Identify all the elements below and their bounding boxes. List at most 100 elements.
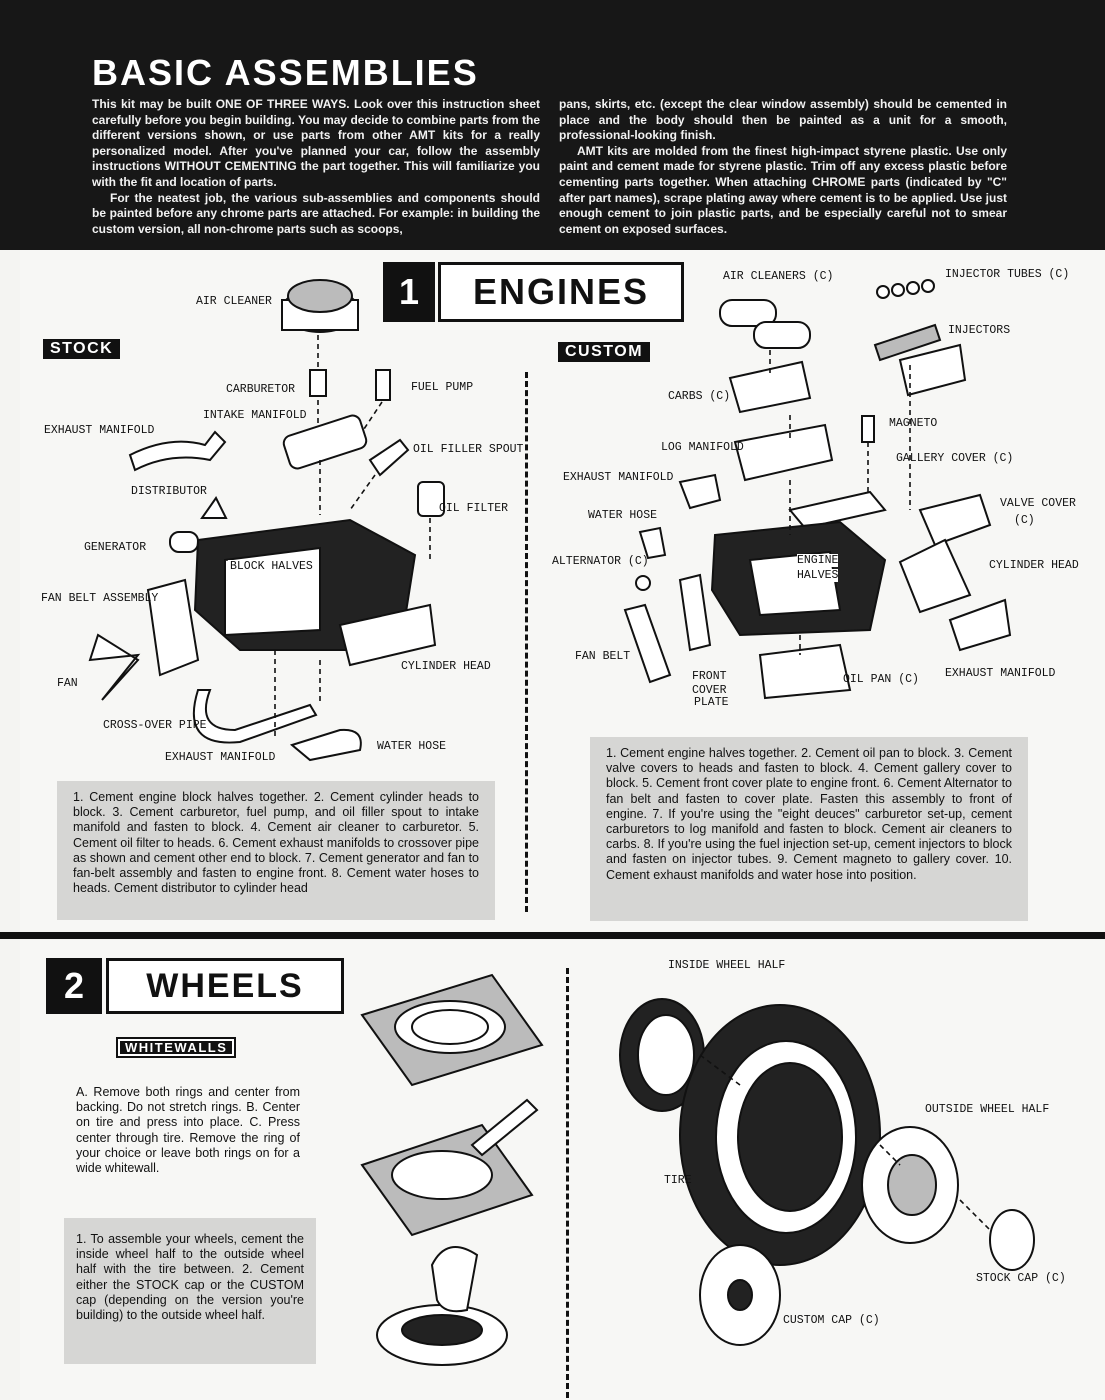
engines-column-divider bbox=[525, 372, 528, 912]
wheel-exploded-illustration bbox=[619, 998, 1035, 1346]
label-cylinder-head-c: CYLINDER HEAD bbox=[989, 559, 1079, 572]
distributor-part bbox=[200, 496, 228, 519]
label-inside-wheel-half: INSIDE WHEEL HALF bbox=[668, 959, 786, 972]
label-magneto: MAGNETO bbox=[889, 417, 938, 430]
label-front-cover-3: PLATE bbox=[694, 696, 729, 709]
fan-belt-c-part bbox=[623, 603, 672, 684]
label-alternator-c: ALTERNATOR (C) bbox=[552, 555, 649, 568]
label-fan: FAN bbox=[57, 677, 78, 690]
cylinder-head-part bbox=[338, 603, 437, 667]
label-injector-tubes-c: INJECTOR TUBES (C) bbox=[945, 268, 1070, 281]
section-divider bbox=[0, 932, 1105, 939]
label-cylinder-head: CYLINDER HEAD bbox=[401, 660, 491, 673]
label-oil-filter: OIL FILTER bbox=[439, 502, 509, 515]
intake-manifold-part bbox=[282, 414, 368, 470]
label-log-manifold: LOG MANIFOLD bbox=[661, 441, 744, 454]
fuel-pump-part bbox=[375, 369, 391, 401]
carburetor-part bbox=[309, 369, 327, 397]
label-oil-pan-c: OIL PAN (C) bbox=[843, 673, 919, 686]
knife-tool bbox=[470, 1098, 539, 1157]
label-exhaust-manifold-right: EXHAUST MANIFOLD bbox=[945, 667, 1056, 680]
oil-pan-part bbox=[758, 643, 852, 700]
label-injectors: INJECTORS bbox=[948, 324, 1011, 337]
front-cover-plate-part bbox=[678, 573, 712, 652]
label-cross-over-pipe: CROSS-OVER PIPE bbox=[103, 719, 207, 732]
air-cleaner-c-1 bbox=[719, 299, 777, 327]
label-stock-cap-c: STOCK CAP (C) bbox=[976, 1272, 1066, 1285]
header-band bbox=[0, 0, 1105, 250]
fan-belt-assembly-part bbox=[146, 578, 200, 677]
custom-engine-illustration bbox=[623, 279, 1012, 700]
water-hose-c-part bbox=[638, 526, 667, 560]
page-title: BASIC ASSEMBLIES bbox=[92, 52, 479, 93]
finger-press bbox=[430, 1246, 479, 1313]
exhaust-manifold-right-part bbox=[948, 598, 1012, 652]
wheel-assembly-steps: 1. To assemble your wheels, cement the i… bbox=[64, 1218, 316, 1364]
custom-tag: CUSTOM bbox=[558, 342, 651, 362]
intro-right-column: pans, skirts, etc. (except the clear win… bbox=[559, 97, 1007, 237]
stock-engine-illustration bbox=[88, 279, 445, 762]
label-carburetor: CARBURETOR bbox=[226, 383, 296, 396]
engines-section-number: 1 bbox=[383, 262, 435, 322]
stock-engine-steps: 1. Cement engine block halves together. … bbox=[57, 781, 495, 920]
wheels-section-title: WHEELS bbox=[106, 958, 344, 1014]
carbs-part bbox=[728, 360, 812, 414]
valve-cover-part bbox=[918, 493, 992, 547]
label-custom-cap-c: CUSTOM CAP (C) bbox=[783, 1314, 880, 1327]
wheels-section-number: 2 bbox=[46, 958, 102, 1014]
label-distributor: DISTRIBUTOR bbox=[131, 485, 207, 498]
whitewall-ring-inner bbox=[411, 1009, 489, 1045]
log-manifold-part bbox=[733, 423, 834, 482]
label-intake-manifold: INTAKE MANIFOLD bbox=[203, 409, 307, 422]
intro-left-column: This kit may be built ONE OF THREE WAYS.… bbox=[92, 97, 540, 237]
label-exhaust-manifold-top: EXHAUST MANIFOLD bbox=[44, 424, 155, 437]
exhaust-manifold-top-part bbox=[128, 430, 227, 472]
custom-engine-steps: 1. Cement engine halves together. 2. Cem… bbox=[590, 737, 1028, 921]
label-valve-cover-1: VALVE COVER bbox=[1000, 497, 1076, 510]
injector-tube-1 bbox=[876, 285, 890, 299]
cylinder-head-c-part bbox=[898, 538, 972, 614]
tire-c-hole bbox=[401, 1314, 483, 1346]
label-water-hose-c: WATER HOSE bbox=[588, 509, 658, 522]
label-fan-belt-assembly: FAN BELT ASSEMBLY bbox=[41, 592, 159, 605]
label-water-hose: WATER HOSE bbox=[377, 740, 447, 753]
intro-right-paragraph-2: AMT kits are molded from the finest high… bbox=[559, 143, 1007, 236]
label-generator: GENERATOR bbox=[84, 541, 147, 554]
engines-section-title: ENGINES bbox=[438, 262, 684, 322]
whitewall-steps: A. Remove both rings and center from bac… bbox=[64, 1081, 312, 1177]
exhaust-manifold-left-part bbox=[678, 473, 722, 510]
label-valve-cover-2: (C) bbox=[1014, 514, 1035, 527]
label-gallery-cover-c: GALLERY COVER (C) bbox=[896, 452, 1014, 465]
label-front-cover-1: FRONT bbox=[692, 670, 727, 683]
label-exhaust-manifold-bottom: EXHAUST MANIFOLD bbox=[165, 751, 276, 764]
cross-over-pipe-part bbox=[192, 689, 318, 744]
intro-left-paragraph-2: For the neatest job, the various sub-ass… bbox=[92, 190, 540, 236]
label-tire: TIRE bbox=[664, 1174, 692, 1187]
label-block-halves: BLOCK HALVES bbox=[228, 560, 315, 573]
label-front-cover-2: COVER bbox=[692, 684, 727, 697]
magneto-part bbox=[861, 415, 875, 443]
air-cleaner-c-2 bbox=[753, 321, 811, 349]
whitewalls-tag: WHITEWALLS bbox=[116, 1037, 237, 1058]
label-fuel-pump: FUEL PUMP bbox=[411, 381, 474, 394]
intro-left-paragraph-1: This kit may be built ONE OF THREE WAYS.… bbox=[92, 97, 540, 189]
label-fan-belt: FAN BELT bbox=[575, 650, 631, 663]
oil-filter-part bbox=[417, 481, 445, 517]
whitewall-illustration bbox=[360, 973, 544, 1366]
intro-right-paragraph-1: pans, skirts, etc. (except the clear win… bbox=[559, 97, 1007, 143]
alternator-part bbox=[635, 575, 651, 591]
stock-tag: STOCK bbox=[43, 339, 121, 359]
label-exhaust-manifold-left: EXHAUST MANIFOLD bbox=[563, 471, 674, 484]
tire-whitewall-b bbox=[391, 1150, 493, 1200]
label-air-cleaners-c: AIR CLEANERS (C) bbox=[723, 270, 834, 283]
injectors-part bbox=[898, 343, 967, 397]
label-engine-halves-1: ENGINE bbox=[797, 554, 839, 567]
injectors-rail-part bbox=[873, 323, 942, 362]
air-cleaner-top bbox=[287, 279, 353, 313]
label-outside-wheel-half: OUTSIDE WHEEL HALF bbox=[925, 1103, 1050, 1116]
water-hose-part bbox=[289, 728, 362, 762]
generator-part bbox=[169, 531, 199, 553]
oil-filler-spout-part bbox=[368, 438, 410, 477]
label-air-cleaner: AIR CLEANER bbox=[196, 295, 272, 308]
label-engine-halves-2: HALVES bbox=[797, 569, 839, 582]
